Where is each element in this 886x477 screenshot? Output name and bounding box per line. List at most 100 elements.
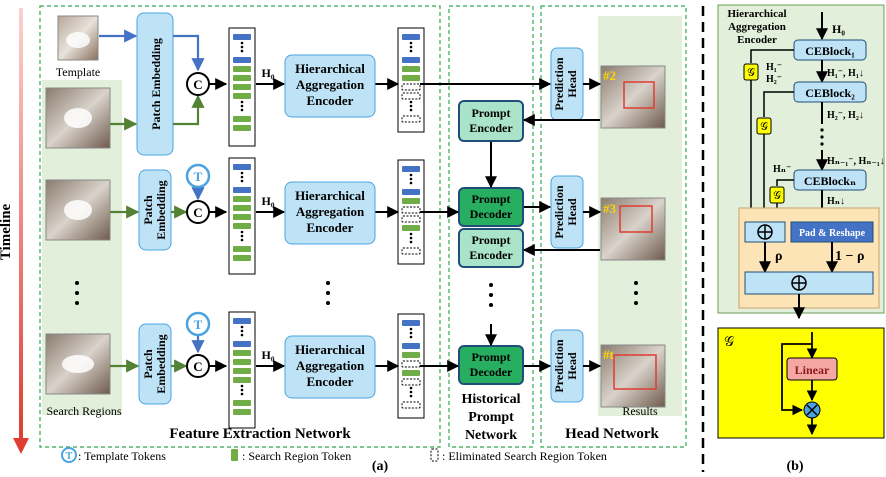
svg-text:Prompt: Prompt — [471, 233, 510, 247]
historical-prompt-section — [448, 5, 534, 448]
results-label: Results — [622, 404, 658, 418]
template-label: Template — [56, 65, 100, 79]
svg-text:Linear: Linear — [795, 363, 830, 377]
svg-text:Prompt: Prompt — [471, 192, 510, 206]
search-region-token — [233, 84, 251, 90]
svg-text:CEBlock₂: CEBlock₂ — [805, 86, 855, 100]
search-region-token — [233, 368, 251, 374]
svg-text:𝒢: 𝒢 — [760, 121, 768, 133]
prediction-head-3: Prediction Head — [550, 329, 584, 403]
svg-text:Aggregation: Aggregation — [728, 21, 786, 33]
eliminated-token — [401, 378, 421, 386]
eliminated-token — [401, 206, 421, 214]
search-region-token — [233, 350, 251, 356]
search-region-token — [233, 359, 251, 365]
svg-text:𝒢: 𝒢 — [747, 67, 755, 79]
head-network-section — [540, 5, 687, 448]
svg-text:Encoder: Encoder — [469, 248, 513, 262]
svg-text:ρ: ρ — [775, 249, 783, 264]
search-region-token — [233, 205, 251, 211]
svg-text:Head: Head — [565, 70, 579, 98]
search-region-token — [233, 214, 251, 220]
search-region-token — [402, 66, 420, 72]
svg-text:Hₙ₋₁⁻, Hₙ₋₁↓: Hₙ₋₁⁻, Hₙ₋₁↓ — [827, 156, 885, 167]
svg-text:Hₙ⁻: Hₙ⁻ — [773, 164, 791, 175]
svg-text:H₀: H₀ — [262, 348, 275, 362]
template-token — [402, 343, 420, 349]
caption-a: (a) — [372, 459, 389, 474]
svg-text:Aggregation: Aggregation — [296, 77, 365, 92]
svg-text:Patch: Patch — [141, 349, 155, 379]
svg-text:Encoder: Encoder — [737, 34, 777, 46]
timeline-label: Timeline — [0, 203, 14, 260]
svg-text:𝒢: 𝒢 — [724, 335, 734, 350]
svg-text:CEBlock₁: CEBlock₁ — [805, 44, 855, 58]
result-tag-3: #3 — [603, 201, 617, 216]
svg-text:Prediction: Prediction — [552, 339, 566, 392]
svg-text:Encoder: Encoder — [307, 220, 354, 235]
hae-block-2: Hierarchical Aggregation Encoder — [284, 181, 376, 245]
historical-prompt-title-1: Historical — [461, 392, 520, 407]
svg-text:Patch Embedding: Patch Embedding — [149, 38, 163, 130]
svg-text:Encoder: Encoder — [469, 121, 513, 135]
svg-text:Encoder: Encoder — [307, 374, 354, 389]
template-token — [233, 34, 251, 40]
result-tag-2: #2 — [603, 68, 616, 83]
svg-text:Prompt: Prompt — [471, 350, 510, 364]
svg-text:Head: Head — [565, 198, 579, 226]
historical-prompt-title-2: Prompt — [468, 410, 514, 425]
eliminated-token — [401, 360, 421, 368]
search-region-token — [233, 255, 251, 261]
result-images — [600, 65, 666, 408]
hae-block-3: Hierarchical Aggregation Encoder — [284, 335, 376, 399]
svg-text:T: T — [66, 451, 73, 462]
svg-text:Head: Head — [565, 352, 579, 380]
svg-text:1 − ρ: 1 − ρ — [835, 249, 864, 264]
prompt-encoder-2: Prompt Encoder — [458, 228, 524, 268]
eliminated-token — [401, 401, 421, 409]
search-region-token — [402, 352, 420, 358]
svg-text:Prediction: Prediction — [552, 57, 566, 110]
search-region-token — [233, 116, 251, 122]
svg-text:Aggregation: Aggregation — [296, 204, 365, 219]
panel-b-hae: Hierarchical Aggregation Encoder H₀ CEBl… — [717, 4, 885, 320]
svg-text:Hₙ↓: Hₙ↓ — [827, 196, 845, 207]
template-token — [233, 187, 251, 193]
template-token — [233, 164, 251, 170]
search-region-token — [233, 246, 251, 252]
hae-block-1: Hierarchical Aggregation Encoder — [284, 54, 376, 118]
svg-text:Aggregation: Aggregation — [296, 358, 365, 373]
template-token — [233, 341, 251, 347]
head-network-title: Head Network — [565, 426, 659, 442]
svg-text:: Search Region Token: : Search Region Token — [242, 449, 351, 463]
search-region-images — [45, 87, 111, 395]
template-token — [402, 189, 420, 195]
search-regions-label: Search Regions — [47, 404, 122, 418]
svg-text:Prediction: Prediction — [552, 185, 566, 238]
eliminated-token — [401, 247, 421, 255]
token-columns — [228, 27, 425, 429]
svg-text:T: T — [194, 169, 203, 184]
svg-text:Patch: Patch — [141, 195, 155, 225]
svg-text:C: C — [193, 205, 202, 220]
search-region-token — [233, 66, 251, 72]
eliminated-token — [401, 83, 421, 91]
eliminated-token — [401, 215, 421, 223]
svg-text:Hierarchical: Hierarchical — [727, 8, 786, 20]
historical-prompt-title-3: Network — [465, 428, 517, 443]
svg-text:Pad & Reshape: Pad & Reshape — [799, 228, 866, 239]
svg-text:Decoder: Decoder — [470, 207, 513, 221]
svg-text:T: T — [194, 317, 203, 332]
search-region-token — [233, 75, 251, 81]
prompt-decoder-1: Prompt Decoder — [458, 187, 524, 227]
template-token — [402, 166, 420, 172]
search-region-token — [233, 409, 251, 415]
template-token — [233, 318, 251, 324]
feature-extraction-section — [39, 5, 441, 448]
prompt-decoder-2: Prompt Decoder — [458, 345, 524, 385]
svg-text:: Eliminated Search Region Tok: : Eliminated Search Region Token — [442, 449, 607, 463]
svg-text:H₀: H₀ — [262, 194, 275, 208]
svg-text:H₀: H₀ — [262, 66, 275, 80]
prompt-encoder-1: Prompt Encoder — [458, 100, 524, 142]
